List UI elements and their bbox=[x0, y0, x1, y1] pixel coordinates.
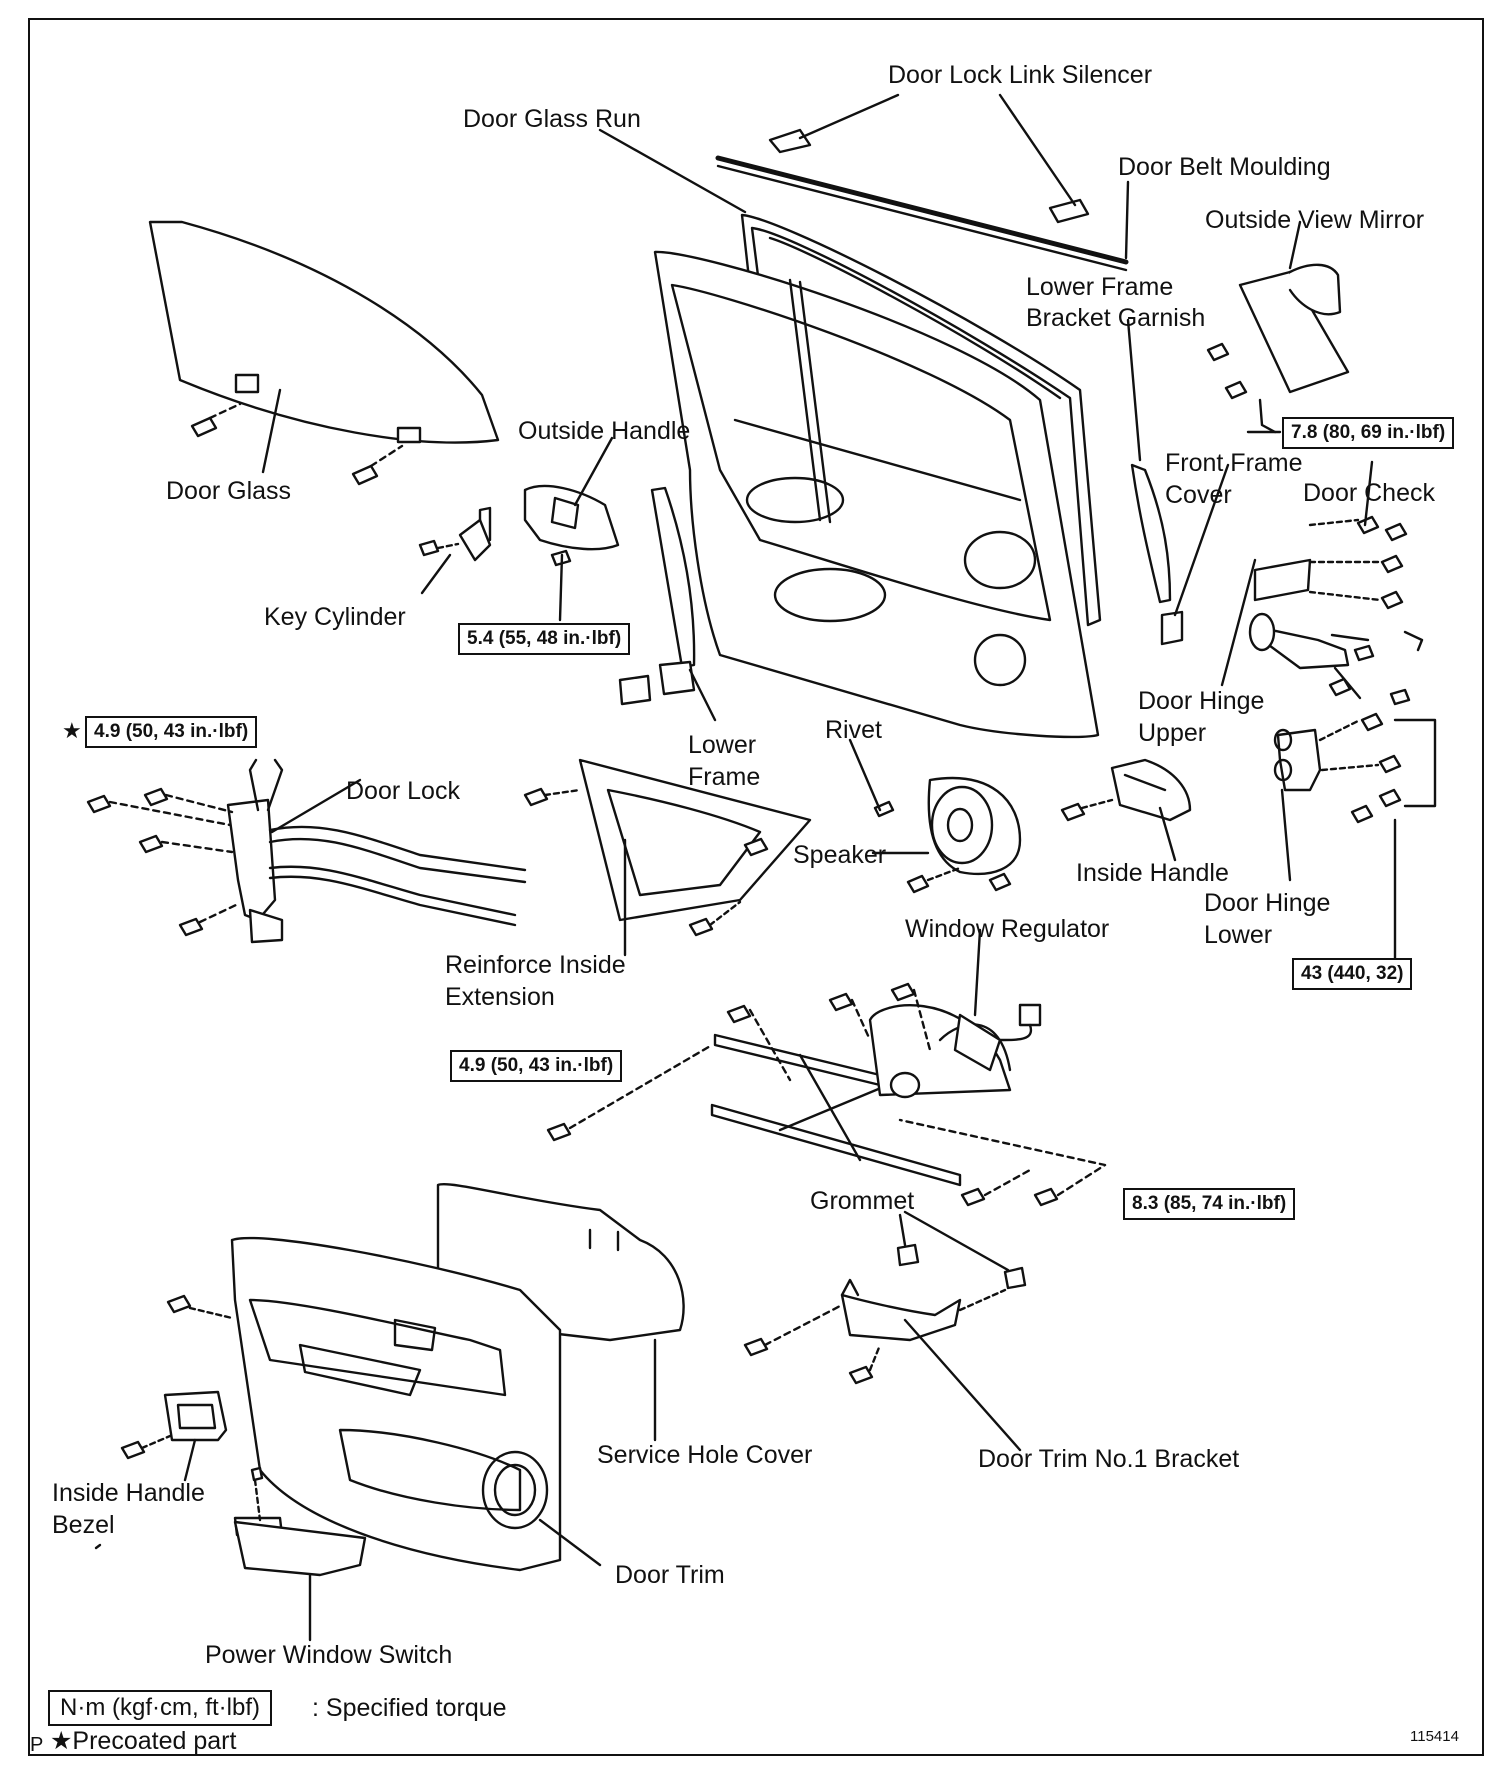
outside-view-mirror-part bbox=[1238, 263, 1350, 434]
label-lower-frame-line2: Frame bbox=[688, 763, 761, 791]
door-trim-bracket-part bbox=[743, 1243, 1027, 1385]
door-glass-run-part bbox=[740, 213, 1102, 627]
label-reinforce-inside-extension-line1: Reinforce Inside bbox=[445, 951, 626, 979]
door-panel-part bbox=[653, 250, 1100, 739]
label-lower-frame-bracket-garnish-line1: Lower Frame bbox=[1026, 273, 1174, 301]
inside-handle-part bbox=[1060, 758, 1192, 822]
door-glass-bolts bbox=[190, 402, 404, 486]
label-door-hinge-lower-line2: Lower bbox=[1204, 921, 1273, 949]
speaker-part bbox=[873, 776, 1022, 894]
label-speaker: Speaker bbox=[793, 841, 887, 869]
power-window-switch-part bbox=[233, 1466, 367, 1577]
lower-frame-part bbox=[618, 486, 696, 706]
legend-precoated-part: ★Precoated part bbox=[50, 1727, 237, 1755]
leader-lines bbox=[94, 93, 1424, 1642]
label-front-frame-cover-line2: Cover bbox=[1165, 481, 1232, 509]
label-front-frame-cover-line1: Front Frame bbox=[1165, 449, 1303, 477]
label-lower-frame-line1: Lower bbox=[688, 731, 757, 759]
label-door-belt-moulding: Door Belt Moulding bbox=[1118, 153, 1331, 181]
window-regulator-part bbox=[710, 1003, 1042, 1187]
door-trim-part bbox=[230, 1236, 562, 1572]
reinforce-inside-extension-part bbox=[523, 758, 812, 937]
door-hinge-lower-part bbox=[1273, 712, 1437, 824]
label-inside-handle-bezel-line2: Bezel bbox=[52, 1511, 115, 1539]
torque-door-lock: 4.9 (50, 43 in.·lbf) bbox=[85, 716, 258, 748]
torque-mirror: 7.8 (80, 69 in.·lbf) bbox=[1282, 417, 1455, 449]
label-door-hinge-lower-line1: Door Hinge bbox=[1204, 889, 1331, 917]
outside-handle-part bbox=[523, 484, 620, 622]
trim-clip-and-bezel bbox=[120, 1294, 234, 1460]
label-door-glass-run: Door Glass Run bbox=[463, 105, 641, 133]
corner-letter: P bbox=[30, 1734, 44, 1756]
label-inside-handle: Inside Handle bbox=[1076, 859, 1229, 887]
label-door-glass: Door Glass bbox=[166, 477, 292, 505]
label-outside-view-mirror: Outside View Mirror bbox=[1205, 206, 1425, 234]
label-window-regulator: Window Regulator bbox=[905, 915, 1110, 943]
torque-regulator-right: 8.3 (85, 74 in.·lbf) bbox=[1123, 1188, 1296, 1220]
door-glass-part bbox=[148, 220, 500, 444]
label-grommet: Grommet bbox=[810, 1187, 915, 1215]
label-door-hinge-upper-line2: Upper bbox=[1138, 719, 1207, 747]
label-rivet: Rivet bbox=[825, 716, 882, 744]
precoated-star-icon: ★ bbox=[62, 718, 82, 743]
door-check-bolts bbox=[1308, 515, 1408, 697]
diagram-frame bbox=[28, 18, 1484, 1756]
label-outside-handle: Outside Handle bbox=[518, 417, 691, 445]
key-cylinder-part bbox=[418, 506, 492, 562]
mirror-nuts bbox=[1206, 342, 1282, 434]
silencer-and-moulding bbox=[715, 128, 1129, 272]
label-door-check: Door Check bbox=[1303, 479, 1435, 507]
label-door-trim: Door Trim bbox=[615, 1561, 725, 1589]
label-service-hole-cover: Service Hole Cover bbox=[597, 1441, 813, 1469]
door-lock-bolts bbox=[86, 787, 238, 937]
torque-regulator-left: 4.9 (50, 43 in.·lbf) bbox=[450, 1050, 623, 1082]
label-door-hinge-upper-line1: Door Hinge bbox=[1138, 687, 1265, 715]
legend-torque-description: : Specified torque bbox=[312, 1694, 507, 1722]
figure-id: 115414 bbox=[1410, 1728, 1459, 1745]
label-inside-handle-bezel-line1: Inside Handle bbox=[52, 1479, 205, 1507]
label-lower-frame-bracket-garnish-line2: Bracket Garnish bbox=[1026, 304, 1206, 332]
torque-outside-handle: 5.4 (55, 48 in.·lbf) bbox=[458, 623, 631, 655]
label-door-trim-no1-bracket: Door Trim No.1 Bracket bbox=[978, 1445, 1240, 1473]
label-key-cylinder: Key Cylinder bbox=[264, 603, 406, 631]
label-door-lock: Door Lock bbox=[346, 777, 460, 805]
torque-door-hinge: 43 (440, 32) bbox=[1292, 958, 1413, 990]
label-door-lock-link-silencer: Door Lock Link Silencer bbox=[888, 61, 1153, 89]
legend-torque-unit: N·m (kgf·cm, ft·lbf) bbox=[48, 1690, 272, 1726]
label-power-window-switch: Power Window Switch bbox=[205, 1641, 453, 1669]
regulator-bolts bbox=[546, 982, 1107, 1207]
door-check-part bbox=[1248, 558, 1411, 706]
door-lock-part bbox=[226, 758, 527, 944]
label-reinforce-inside-extension-line2: Extension bbox=[445, 983, 555, 1011]
